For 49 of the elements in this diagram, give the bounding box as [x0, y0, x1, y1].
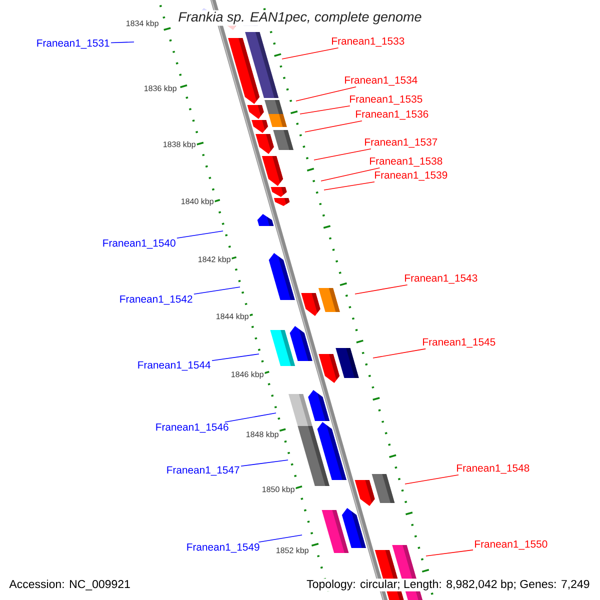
- leader-line: [314, 148, 372, 160]
- gene-label: Franean1_1535: [350, 95, 422, 105]
- gene-label: Franean1_1533: [332, 37, 404, 47]
- leader-line: [304, 120, 362, 132]
- leader-line: [300, 105, 350, 114]
- leader-line: [324, 181, 375, 190]
- leader-line: [296, 86, 356, 102]
- scale-label: 1848 kbp: [244, 430, 280, 440]
- gene-label: Franean1_1543: [405, 274, 478, 284]
- gene-label: Franean1_1550: [475, 540, 548, 550]
- gene-label: Franean1_1549: [187, 543, 260, 553]
- scale-label: 1852 kbp: [274, 546, 310, 556]
- scale-label: 1840 kbp: [180, 197, 215, 207]
- scale-label: 1850 kbp: [260, 485, 296, 495]
- gene-label: Franean1_1534: [345, 76, 418, 86]
- scale-label: 1842 kbp: [196, 255, 232, 265]
- gene-label: Franean1_1537: [365, 138, 438, 148]
- leader-line: [282, 47, 339, 60]
- leader-line: [426, 550, 474, 556]
- gene-label: Franean1_1548: [457, 464, 530, 474]
- gene-label: Franean1_1544: [138, 361, 210, 371]
- leader-line: [176, 230, 224, 239]
- leader-line: [354, 284, 408, 294]
- leader-line: [258, 534, 302, 543]
- leader-line: [194, 286, 240, 295]
- gene-label: Franean1_1540: [103, 239, 176, 249]
- gene-label: Franean1_1542: [120, 295, 192, 305]
- gene-label: Franean1_1546: [156, 423, 228, 433]
- scale-label: 1846 kbp: [230, 370, 265, 380]
- gene-label: Franean1_1538: [370, 157, 442, 167]
- scale-label: 1836 kbp: [142, 84, 178, 94]
- genome-info-text: Topology: circular; Length: 8,982,042 bp; Genes: 7,249: [306, 578, 591, 592]
- leader-line: [372, 348, 426, 358]
- gene-label: Franean1_1539: [375, 171, 448, 181]
- leader-line: [110, 42, 134, 44]
- scale-label: 1838 kbp: [162, 140, 197, 150]
- leader-line: [212, 354, 260, 362]
- title: Frankia sp. EAN1pec, complete genome: [176, 10, 424, 26]
- leader-line: [320, 167, 380, 182]
- gene-label: Franean1_1547: [167, 466, 240, 476]
- gene-label: Franean1_1545: [423, 338, 496, 348]
- leader-line: [240, 460, 288, 466]
- leader-line: [404, 474, 459, 484]
- gene-label: Franean1_1536: [356, 110, 428, 120]
- accession-text: Accession: NC_009921: [8, 578, 132, 592]
- gene-label: Franean1_1531: [37, 39, 110, 49]
- scale-label: 1834 kbp: [124, 19, 160, 29]
- leader-line: [224, 412, 276, 423]
- scale-label: 1844 kbp: [214, 312, 250, 322]
